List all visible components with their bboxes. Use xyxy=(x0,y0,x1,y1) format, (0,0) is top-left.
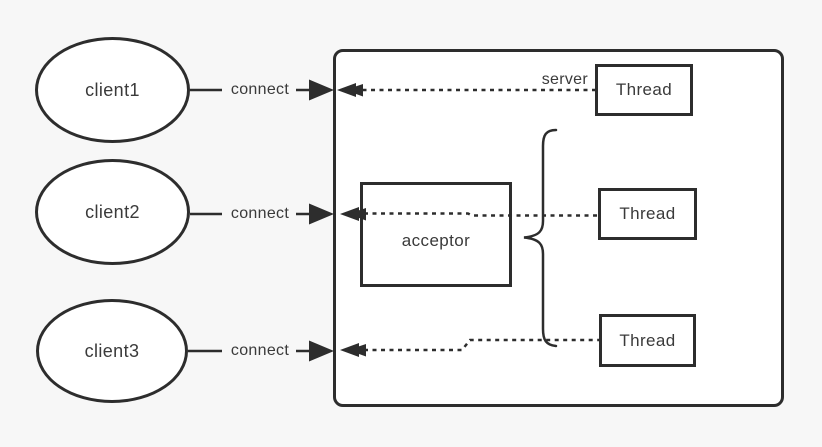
connect-arrow-icon-3 xyxy=(309,340,334,362)
server-label: server xyxy=(541,71,588,88)
client2-label: client2 xyxy=(85,201,140,222)
thread-box-2: Thread xyxy=(598,188,697,240)
client1-label: client1 xyxy=(85,79,140,100)
connect-arrow-icon-1 xyxy=(309,79,334,101)
thread3-label: Thread xyxy=(619,330,676,350)
acceptor-box: acceptor xyxy=(360,182,512,287)
client3-ellipse: client3 xyxy=(36,299,188,403)
client3-label: client3 xyxy=(84,340,140,361)
acceptor-label: acceptor xyxy=(401,230,471,250)
thread-box-3: Thread xyxy=(599,314,696,367)
connect-label-2: connect xyxy=(230,205,290,222)
thread2-label: Thread xyxy=(619,204,676,223)
client1-ellipse: client1 xyxy=(35,37,190,143)
client2-ellipse: client2 xyxy=(35,159,190,265)
thread1-label: Thread xyxy=(615,80,673,99)
thread-box-1: Thread xyxy=(595,64,693,116)
connect-label-3: connect xyxy=(230,342,290,359)
connect-label-1: connect xyxy=(230,81,290,98)
connect-arrow-icon-2 xyxy=(309,203,334,225)
